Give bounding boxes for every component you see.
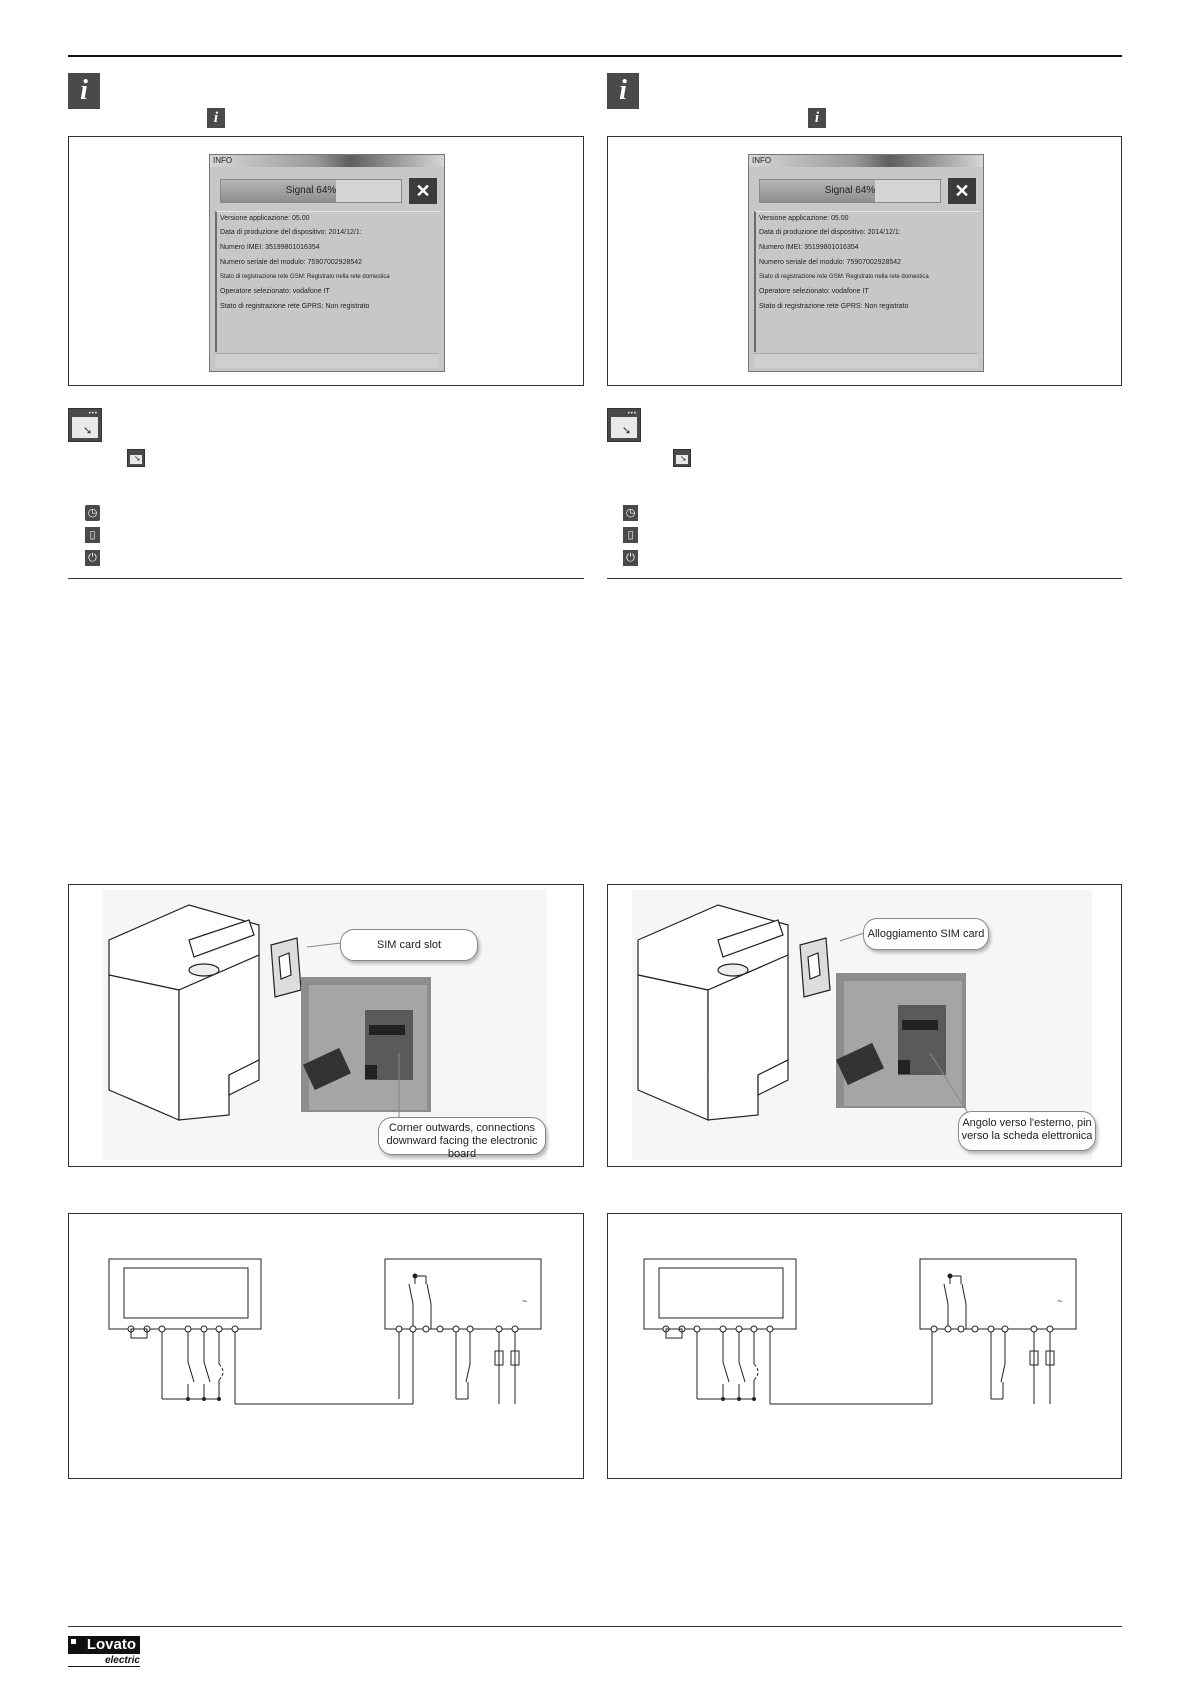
info-line: Versione applicazione: 05.00 xyxy=(220,215,310,222)
clock-icon: ◷ xyxy=(85,505,100,521)
wiring-diagram-frame: ~ xyxy=(68,1213,584,1479)
clock-icon: ◷ xyxy=(623,505,638,521)
info-line: Versione applicazione: 05.00 xyxy=(759,215,849,222)
info-line: Operatore selezionato: vodafone IT xyxy=(220,288,330,295)
info-window: INFO Signal 64% ✕ Versione applicazione:… xyxy=(209,154,445,372)
info-window-footer xyxy=(754,353,978,368)
info-screenshot-frame: INFO Signal 64% ✕ Versione applicazione:… xyxy=(607,136,1122,386)
sim-figure-frame: Alloggiamento SIM card Angolo verso l'es… xyxy=(607,884,1122,1167)
signal-fill xyxy=(221,180,337,202)
close-button[interactable]: ✕ xyxy=(409,178,437,204)
sim-orientation-callout: Angolo verso l'esterno, pin verso la sch… xyxy=(958,1111,1096,1151)
sim-slot-callout: Alloggiamento SIM card xyxy=(863,918,989,950)
sim-icon: ▯ xyxy=(623,527,638,543)
signal-bar: Signal 64% xyxy=(220,179,402,203)
wiring-diagram xyxy=(108,1258,542,1405)
ac-symbol: ~ xyxy=(522,1296,528,1306)
info-screenshot-frame: INFO Signal 64% ✕ Versione applicazione:… xyxy=(68,136,584,386)
lovato-logo: Lovato electric xyxy=(68,1636,142,1667)
info-window-title: INFO xyxy=(749,155,983,167)
info-line: Stato di registrazione rete GPRS: Non re… xyxy=(220,303,370,310)
info-icon: i xyxy=(207,108,225,128)
info-line: Numero seriale del modulo: 7590700292854… xyxy=(220,259,363,266)
info-icon: i xyxy=(68,73,100,109)
signal-fill xyxy=(760,180,876,202)
info-window-title: INFO xyxy=(210,155,444,167)
signal-bar: Signal 64% xyxy=(759,179,941,203)
info-line: Operatore selezionato: vodafone IT xyxy=(759,288,869,295)
info-line: Stato di registrazione rete GSM: Registr… xyxy=(759,274,929,280)
info-line: Data di produzione del dispositivo: 2014… xyxy=(220,229,362,236)
info-list: Versione applicazione: 05.00 Data di pro… xyxy=(215,211,441,352)
close-button[interactable]: ✕ xyxy=(948,178,976,204)
app-window-icon: ➘ xyxy=(673,449,691,467)
signal-label: Signal 64% xyxy=(824,185,876,196)
info-list: Versione applicazione: 05.00 Data di pro… xyxy=(754,211,980,352)
info-line: Stato di registrazione rete GPRS: Non re… xyxy=(759,303,909,310)
signal-label: Signal 64% xyxy=(285,185,337,196)
sim-figure-frame: SIM card slot Corner outwards, connectio… xyxy=(68,884,584,1167)
top-rule xyxy=(68,55,1122,57)
sim-icon: ▯ xyxy=(85,527,100,543)
info-window-footer xyxy=(215,353,439,368)
info-line: Data di produzione del dispositivo: 2014… xyxy=(759,229,901,236)
sim-slot-callout: SIM card slot xyxy=(340,929,478,961)
info-line: Stato di registrazione rete GSM: Registr… xyxy=(220,274,390,280)
info-line: Numero IMEI: 351998010163​54 xyxy=(220,244,320,251)
ac-symbol: ~ xyxy=(1057,1296,1063,1306)
sim-orientation-callout: Corner outwards, connections downward fa… xyxy=(378,1117,546,1160)
info-icon: i xyxy=(607,73,639,109)
info-window: INFO Signal 64% ✕ Versione applicazione:… xyxy=(748,154,984,372)
power-icon: ⏻ xyxy=(85,550,100,566)
wiring-diagram-frame: ~ xyxy=(607,1213,1122,1479)
info-icon: i xyxy=(808,108,826,128)
footer-rule xyxy=(68,1626,1122,1627)
section-rule xyxy=(68,578,584,579)
power-icon: ⏻ xyxy=(623,550,638,566)
section-rule xyxy=(607,578,1122,579)
app-window-icon: ➘ xyxy=(127,449,145,467)
app-window-icon: •••➘ xyxy=(68,408,102,442)
info-line: Numero seriale del modulo: 7590700292854… xyxy=(759,259,902,266)
app-window-icon: •••➘ xyxy=(607,408,641,442)
wiring-diagram xyxy=(643,1258,1077,1405)
info-line: Numero IMEI: 351998010163​54 xyxy=(759,244,859,251)
